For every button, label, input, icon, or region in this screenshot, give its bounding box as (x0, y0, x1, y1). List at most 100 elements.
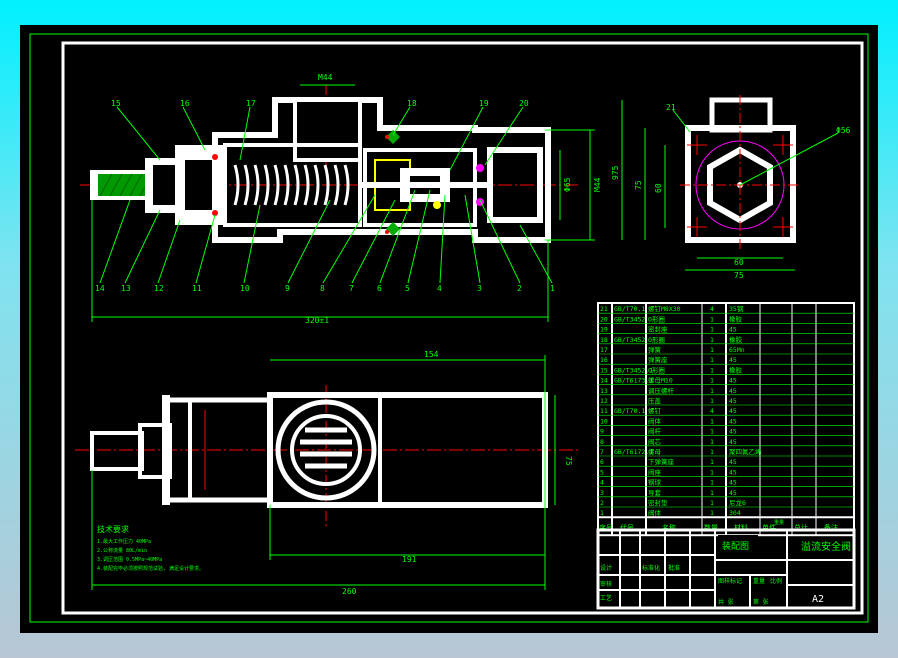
note-line: 3.调压范围 0.5MPa~40MPa (97, 556, 162, 563)
bom-cell: 调压螺杆 (648, 386, 675, 395)
bom-cell: 密封垫 (648, 498, 668, 507)
title-block-grid (598, 530, 854, 608)
bom-cell: 1 (710, 387, 714, 395)
bom-header-cell: 总计 (794, 523, 808, 532)
leader-label: 19 (479, 99, 489, 108)
bom-cell: GB/T70.1 (614, 407, 645, 415)
bom-cell: GB/T3452 (614, 336, 645, 344)
bom-cell: 45 (729, 356, 737, 364)
dim-label: 260 (342, 587, 357, 596)
leader-label: 5 (405, 284, 410, 293)
drawing-name: 装配图 (722, 540, 749, 552)
leader-line (672, 109, 691, 133)
bom-cell: 15 (600, 366, 608, 374)
bom-cell: 18 (600, 336, 608, 344)
tb-cell: 工艺 (600, 594, 612, 602)
bom-cell: 19 (600, 326, 608, 334)
leader-lines-top (116, 106, 524, 171)
dim-label: Φ65 (563, 177, 572, 192)
product-name: 溢流安全阀 (801, 540, 851, 553)
bom-cell: 压盖 (648, 396, 662, 405)
bom-cell: 密封座 (648, 325, 668, 334)
outer-frame (29, 33, 869, 623)
seal-dot (212, 210, 218, 216)
bom-cell: 4 (710, 407, 714, 415)
bom-cell: 尼龙6 (729, 498, 746, 507)
bom-cell: 5 (600, 468, 604, 476)
exterior-view: 154 75 191 260 (75, 350, 580, 596)
leader-label: 9 (285, 284, 290, 293)
bom-cell: 11 (600, 407, 608, 415)
dim-label: 75 (734, 271, 744, 280)
leader-label: 18 (407, 99, 417, 108)
o-ring-marker (386, 222, 400, 236)
end-view-flange (709, 97, 773, 133)
dim-label: M44 (318, 73, 333, 82)
bom-header-sub: 重量 (774, 519, 784, 526)
bom-cell: 1 (710, 458, 714, 466)
bom-cell: 钢球 (648, 478, 662, 487)
dia-leader (739, 132, 839, 186)
bom-cell: 1 (710, 397, 714, 405)
dim-label: 975 (611, 165, 620, 180)
bom-cell: 弹簧座 (648, 355, 668, 364)
bom-cell: 下弹簧座 (648, 457, 675, 466)
bom-cell: 10 (600, 417, 608, 425)
bom-cell: O形圈 (648, 366, 665, 374)
bom-cell: 1 (710, 509, 714, 517)
bom-header-cell: 序号 (599, 523, 613, 532)
inlet-port (293, 98, 362, 162)
bom-header-cell: 名称 (662, 523, 676, 532)
bom-cell: 1 (710, 448, 714, 456)
seal-dot (385, 230, 389, 234)
end-view: Φ56 21 975 75 60 60 75 (611, 95, 851, 280)
tb-cell: 第 张 (753, 598, 769, 606)
bom-cell: 13 (600, 387, 608, 395)
bom-cell: 1 (710, 315, 714, 323)
leader-label: 3 (477, 284, 482, 293)
bom-cell: 1 (710, 479, 714, 487)
bom-cell: 1 (710, 336, 714, 344)
section-view: M44 Φ65 M44 320±1 15 16 17 18 19 20 (80, 73, 602, 325)
dim-label: Φ56 (836, 126, 851, 135)
leader-label: 11 (192, 284, 202, 293)
bom-cell: 阀芯 (648, 437, 662, 446)
bom-cell: 1 (710, 346, 714, 354)
leader-label: 8 (320, 284, 325, 293)
bom-cell: 45 (729, 468, 737, 476)
bom-cell: 45 (729, 387, 737, 395)
leader-label: 1 (550, 284, 555, 293)
bom-cell: 2 (600, 499, 604, 507)
port-slots (300, 427, 352, 469)
bom-cell: 1 (710, 428, 714, 436)
leader-label: 10 (240, 284, 250, 293)
flange-ext (162, 395, 170, 505)
bom-cell: 导套 (648, 488, 662, 497)
seal-dot (212, 154, 218, 160)
bom-cell: 阀杆 (648, 427, 662, 436)
bom-cell: 45 (729, 417, 737, 425)
leader-label: 14 (95, 284, 105, 293)
bom-header-cell: 材料 (734, 523, 748, 532)
bom-cell: 1 (710, 417, 714, 425)
bom-cell: 阀座 (648, 467, 662, 476)
spring (233, 164, 350, 206)
bolt-hole-marks (687, 135, 793, 237)
bom-cell: 1 (710, 356, 714, 364)
leader-label: 15 (111, 99, 121, 108)
bom-cell: 橡胶 (729, 335, 743, 344)
bom-header-cell: 代号 (620, 523, 634, 532)
dim-label: 154 (424, 350, 439, 359)
leader-label: 7 (349, 284, 354, 293)
bom-cell: 螺母 (648, 447, 662, 456)
sheet-size: A2 (812, 594, 824, 605)
dim-label: 320±1 (305, 316, 329, 325)
cap-bore (185, 160, 215, 210)
tb-cell: 批准 (668, 564, 680, 572)
dim-label: 75 (634, 180, 643, 190)
tb-cell: 设计 (600, 564, 612, 572)
leader-label: 17 (246, 99, 256, 108)
leader-label: 4 (437, 284, 442, 293)
bom-cell: GB/T6173.1 (614, 377, 653, 385)
